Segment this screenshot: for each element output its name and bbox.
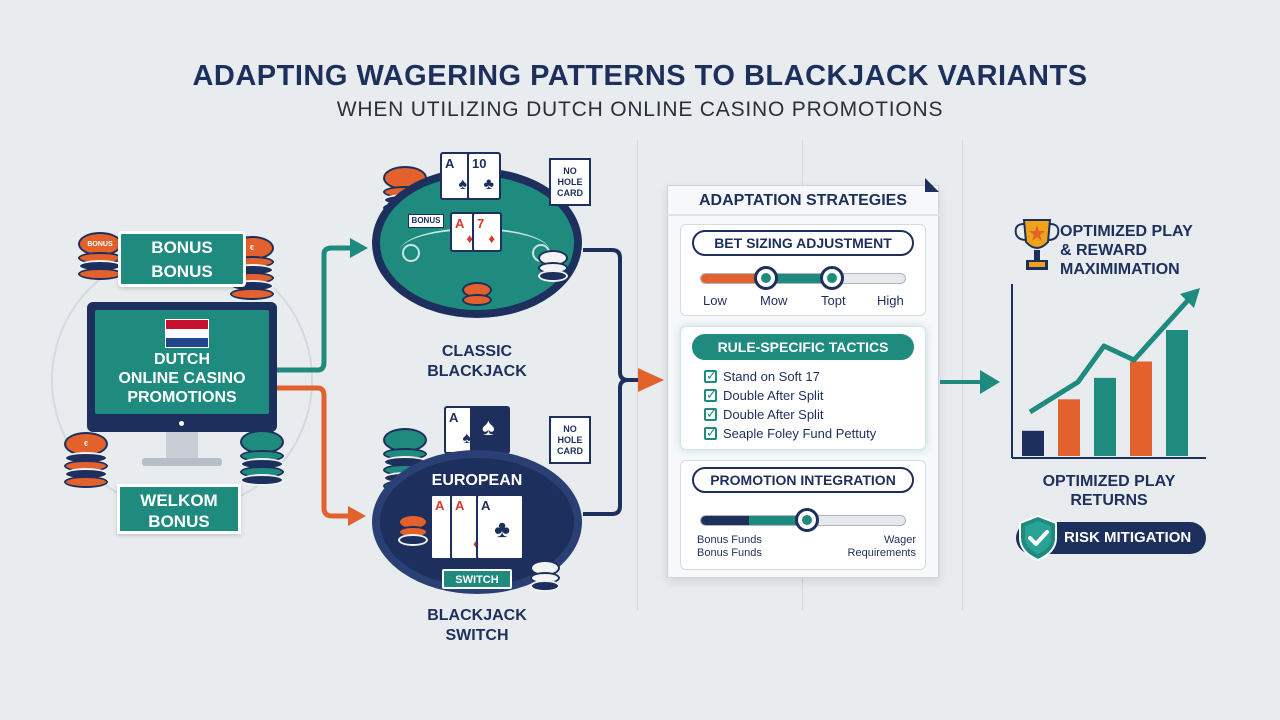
switch-badge: SWITCH xyxy=(442,569,512,589)
european-label: EUROPEAN xyxy=(431,472,523,489)
blackjack-switch-label: BLACKJACK SWITCH xyxy=(427,607,527,644)
tick-label: High xyxy=(877,293,904,308)
bet-sizing-knob-high[interactable] xyxy=(819,266,844,290)
checkbox-icon xyxy=(704,424,717,442)
chip-stack: € xyxy=(64,432,108,488)
bonus-ribbon: BONUS BONUS xyxy=(118,231,246,287)
promotion-knob[interactable] xyxy=(795,508,820,532)
tactics-title: RULE-SPECIFIC TACTICS xyxy=(692,334,914,360)
classic-blackjack-label: CLASSIC BLACKJACK xyxy=(427,343,527,380)
trend-arrow-head xyxy=(1180,288,1200,308)
checkbox-icon xyxy=(704,386,717,404)
arrow-euro-to-panel xyxy=(583,378,629,516)
arrow-head xyxy=(980,370,1000,394)
page-subtitle: WHEN UTILIZING DUTCH ONLINE CASINO PROMO… xyxy=(336,98,944,121)
page-title: ADAPTING WAGERING PATTERNS TO BLACKJACK … xyxy=(192,60,1088,92)
arrow-classic-to-panel xyxy=(583,248,640,382)
arrow-to-european xyxy=(276,385,350,519)
welkom-ribbon: WELKOM BONUS xyxy=(117,484,241,534)
monitor-stand xyxy=(166,432,198,460)
tactic-item: Seaple Foley Fund Pettuty xyxy=(704,424,876,443)
playing-card: 7♦ xyxy=(472,212,502,252)
bet-sizing-knob-low[interactable] xyxy=(753,266,778,290)
checkbox-icon xyxy=(704,405,717,423)
monitor: DUTCH ONLINE CASINO PROMOTIONS xyxy=(87,302,277,432)
tactic-item: Stand on Soft 17 xyxy=(704,367,820,386)
monitor-text: DUTCH ONLINE CASINO PROMOTIONS xyxy=(118,351,246,406)
growth-bar xyxy=(1022,430,1044,456)
dutch-flag xyxy=(165,319,209,348)
trophy-icon xyxy=(1014,219,1060,270)
grid-line xyxy=(962,140,963,610)
checkbox-icon xyxy=(704,367,717,385)
chip-stack xyxy=(530,560,560,592)
table-bonus-tag: BONUS xyxy=(408,214,444,228)
arrow-head xyxy=(638,368,664,392)
growth-bar xyxy=(1094,377,1116,456)
chip-stack xyxy=(538,250,568,282)
tactic-item: Double After Split xyxy=(704,405,823,424)
tick-label: Mow xyxy=(760,293,788,308)
chip-stack xyxy=(398,514,428,546)
playing-card: A♣ xyxy=(476,494,524,560)
monitor-base xyxy=(142,458,222,466)
tick-label: Topt xyxy=(821,293,846,308)
trend-line xyxy=(1028,296,1192,415)
arrow-head xyxy=(350,238,368,258)
tick-label: Low xyxy=(703,293,727,308)
chip-stack xyxy=(240,430,284,486)
wager-requirements-label: Wager Requirements xyxy=(847,534,916,559)
growth-bar xyxy=(1166,330,1188,456)
growth-chart xyxy=(1011,284,1206,459)
bet-sizing-title: BET SIZING ADJUSTMENT xyxy=(692,230,914,256)
playing-card: 10♣ xyxy=(467,152,501,200)
arrow-to-classic xyxy=(276,245,352,373)
promotion-title: PROMOTION INTEGRATION xyxy=(692,467,914,493)
bet-sizing-slider[interactable] xyxy=(700,273,906,284)
shield-check-icon xyxy=(1019,514,1057,562)
growth-bar xyxy=(1058,399,1080,456)
monitor-screen: DUTCH ONLINE CASINO PROMOTIONS xyxy=(95,310,269,414)
playing-card-back: ♠ xyxy=(470,406,510,454)
tactic-item: Double After Split xyxy=(704,386,823,405)
grid-line xyxy=(637,140,638,610)
reward-title: OPTIMIZED PLAY & REWARD MAXIMIMATION xyxy=(1060,223,1193,278)
growth-bar xyxy=(1130,361,1152,456)
chip-stack: BONUS xyxy=(78,232,122,280)
panel-title: ADAPTATION STRATEGIES xyxy=(667,186,939,216)
bonus-funds-label: Bonus Funds Bonus Funds xyxy=(697,534,762,559)
arrow-head xyxy=(348,506,366,526)
chip-stack xyxy=(462,282,492,306)
returns-label: OPTIMIZED PLAY RETURNS xyxy=(1042,473,1176,509)
